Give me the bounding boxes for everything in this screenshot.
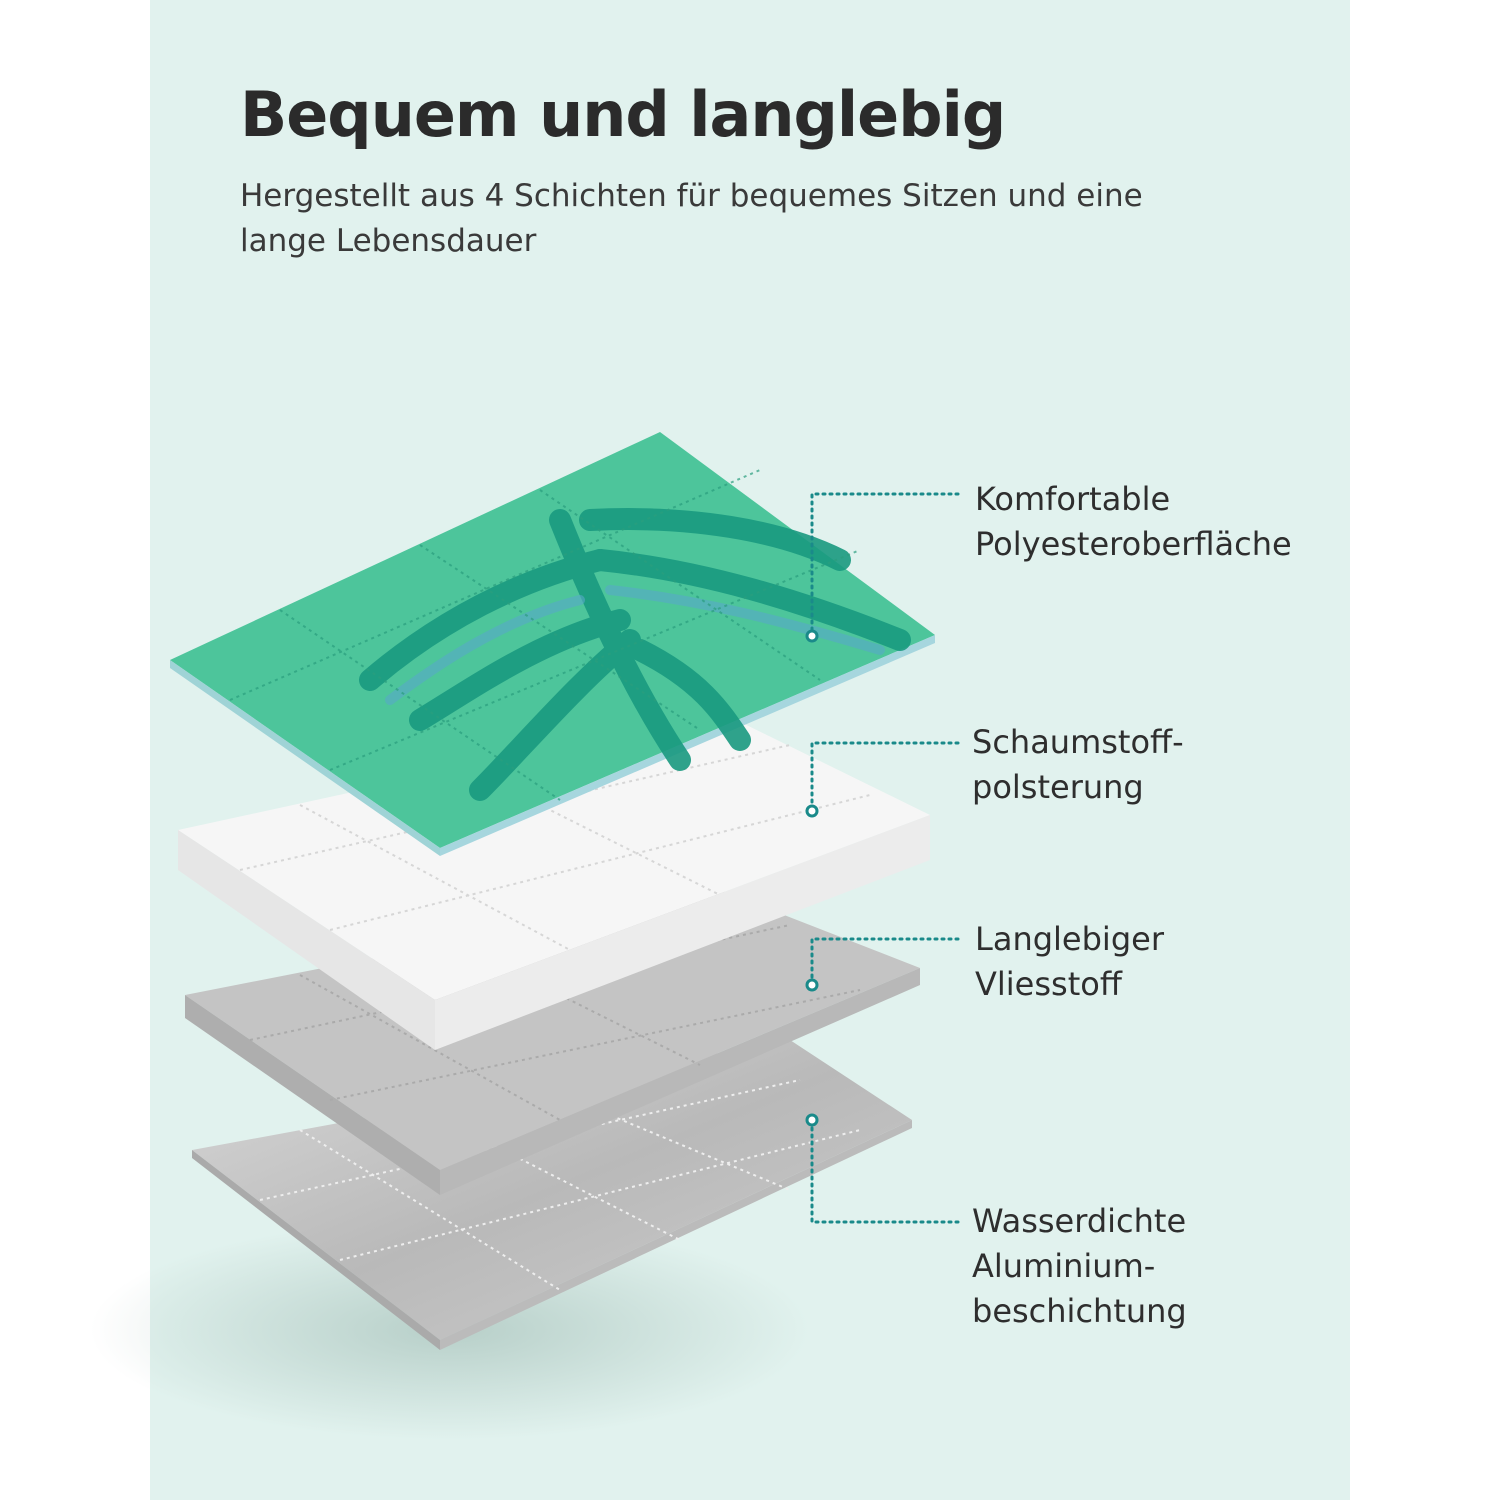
callout-dot-2 xyxy=(805,804,819,818)
label-line: Schaumstoff- xyxy=(972,723,1184,761)
label-line: polsterung xyxy=(972,768,1144,806)
page-subtitle: Hergestellt aus 4 Schichten für bequemes… xyxy=(240,178,1143,259)
callout-dot-4 xyxy=(805,1113,819,1127)
foam-layer xyxy=(178,712,930,1050)
label-fleece: Langlebiger Vliesstoff xyxy=(975,917,1164,1007)
callout-dot-3 xyxy=(805,978,819,992)
label-foam-padding: Schaumstoff- polsterung xyxy=(972,720,1184,810)
label-line: beschichtung xyxy=(972,1292,1187,1330)
callout-line-4 xyxy=(810,1124,960,1224)
callout-line-2 xyxy=(810,741,960,807)
label-polyester-surface: Komfortable Polyesteroberfläche xyxy=(975,477,1292,567)
label-line: Vliesstoff xyxy=(975,965,1122,1003)
page-title: Bequem und langlebig xyxy=(240,78,1006,151)
aluminium-layer xyxy=(192,1040,912,1350)
callout-line-1 xyxy=(810,492,960,632)
label-aluminium-coating: Wasserdichte Aluminium- beschichtung xyxy=(972,1199,1187,1334)
callout-dot-1 xyxy=(805,629,819,643)
polyester-cover-layer xyxy=(170,432,935,856)
label-line: Aluminium- xyxy=(972,1247,1156,1285)
label-line: Komfortable xyxy=(975,480,1171,518)
label-line: Wasserdichte xyxy=(972,1202,1187,1240)
label-line: Polyesteroberfläche xyxy=(975,525,1292,563)
callout-line-3 xyxy=(810,937,960,981)
label-line: Langlebiger xyxy=(975,920,1164,958)
